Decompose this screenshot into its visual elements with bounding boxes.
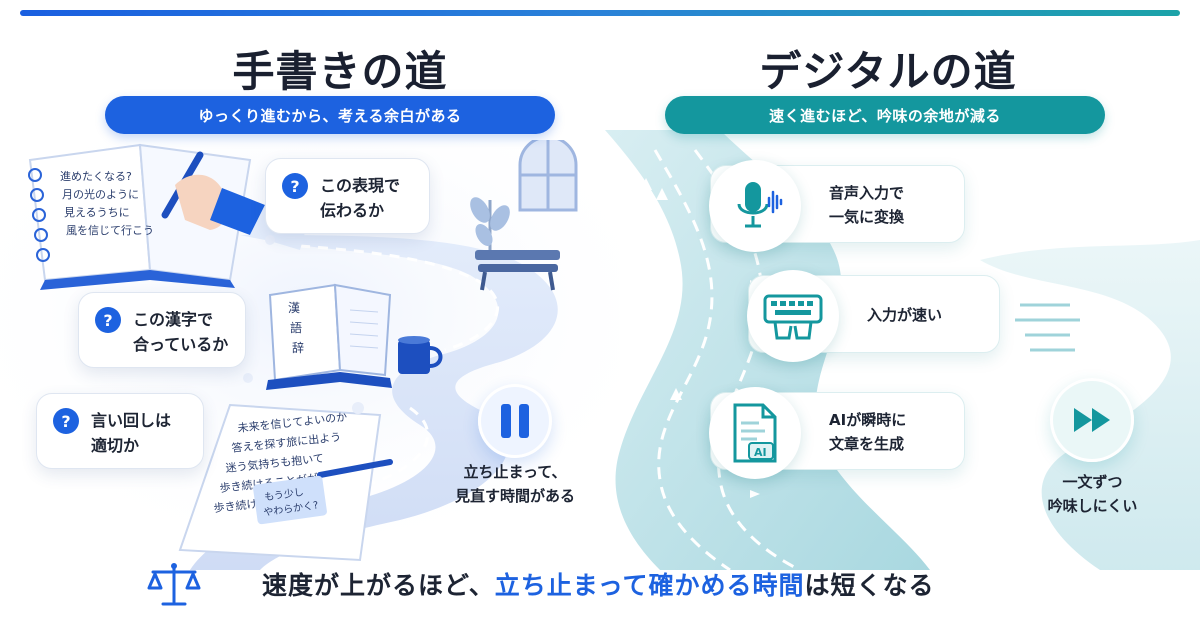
digital-subtitle-pill: 速く進むほど、吟味の余地が減る [665,96,1105,134]
question-icon: ? [282,173,308,199]
feature-line-1: 音声入力で [829,184,905,202]
svg-text:AI: AI [754,446,767,459]
notebook-line-2: 月の光のように [62,187,139,201]
question-icon: ? [95,307,121,333]
notebook-line-3: 見えるうちに [64,206,130,219]
feature-line-1: 入力が速い [867,306,943,324]
feature-card-ai-generation: AI AIが瞬時に 文章を生成 [709,387,965,479]
keyboard-icon [747,270,839,362]
top-accent-bar [20,10,1180,16]
writing-paper-illustration: 未来を信じてよいのか 答えを探す旅に出よう 迷う気持ちも抱いて 歩き続けることが… [178,403,393,562]
fast-forward-line-2: 吟味しにくい [1047,497,1138,515]
question-line-1: この漢字で [133,310,214,329]
question-line-2: 適切か [91,436,140,455]
bench-illustration [475,250,560,291]
dictionary-char-1: 漢 [288,301,300,315]
question-line-1: 言い回しは [91,411,172,430]
fast-forward-icon [1050,378,1134,462]
fast-forward-line-1: 一文ずつ [1062,473,1123,491]
sticky-note-line-1: もう少し [264,486,305,503]
dictionary-char-2: 語 [290,320,302,335]
bottom-message-suffix: は短くなる [804,571,935,600]
bottom-message-prefix: 速度が上がるほど、 [262,571,495,600]
notebook-line-1: 進めたくなる? [60,170,132,183]
microphone-icon [709,160,801,252]
feature-line-1: AIが瞬時に [829,411,907,429]
pause-caption-line-2: 見直す時間がある [454,487,575,505]
pause-caption-line-1: 立ち止まって、 [463,463,567,481]
question-line-1: この表現で [320,176,401,195]
plant-illustration [470,197,510,250]
feature-line-2: 文章を生成 [829,435,905,453]
bottom-message-highlight: 立ち止まって確かめる時間 [494,571,805,600]
question-line-2: 合っているか [133,335,229,354]
handwriting-title: 手書きの道 [232,47,448,96]
question-line-2: 伝わるか [320,201,385,220]
window-illustration [518,140,578,212]
bottom-message: 速度が上がるほど、立ち止まって確かめる時間は短くなる [262,566,935,602]
handwriting-subtitle-pill: ゆっくり進むから、考える余白がある [105,96,555,134]
question-card-expression: ? この表現で 伝わるか [265,158,430,234]
question-card-kanji: ? この漢字で 合っているか [78,292,246,368]
fast-forward-caption: 一文ずつ 吟味しにくい [1025,470,1160,518]
feature-card-fast-typing: 入力が速い [747,270,1000,362]
question-card-phrasing: ? 言い回しは 適切か [36,393,204,469]
pause-caption: 立ち止まって、 見直す時間がある [440,460,590,508]
dictionary-illustration: 漢 語 辞 [266,283,392,390]
mug-illustration [398,336,443,374]
ai-document-icon: AI [709,387,801,479]
balance-scale-icon [147,563,201,606]
notebook-line-4: 風を信じて行こう [66,224,154,237]
dictionary-char-3: 辞 [292,340,304,355]
feature-line-2: 一気に変換 [829,208,905,226]
feature-card-voice-input: 音声入力で 一気に変換 [709,160,965,252]
pause-icon [478,384,552,458]
question-icon: ? [53,408,79,434]
digital-title: デジタルの道 [759,47,1017,96]
